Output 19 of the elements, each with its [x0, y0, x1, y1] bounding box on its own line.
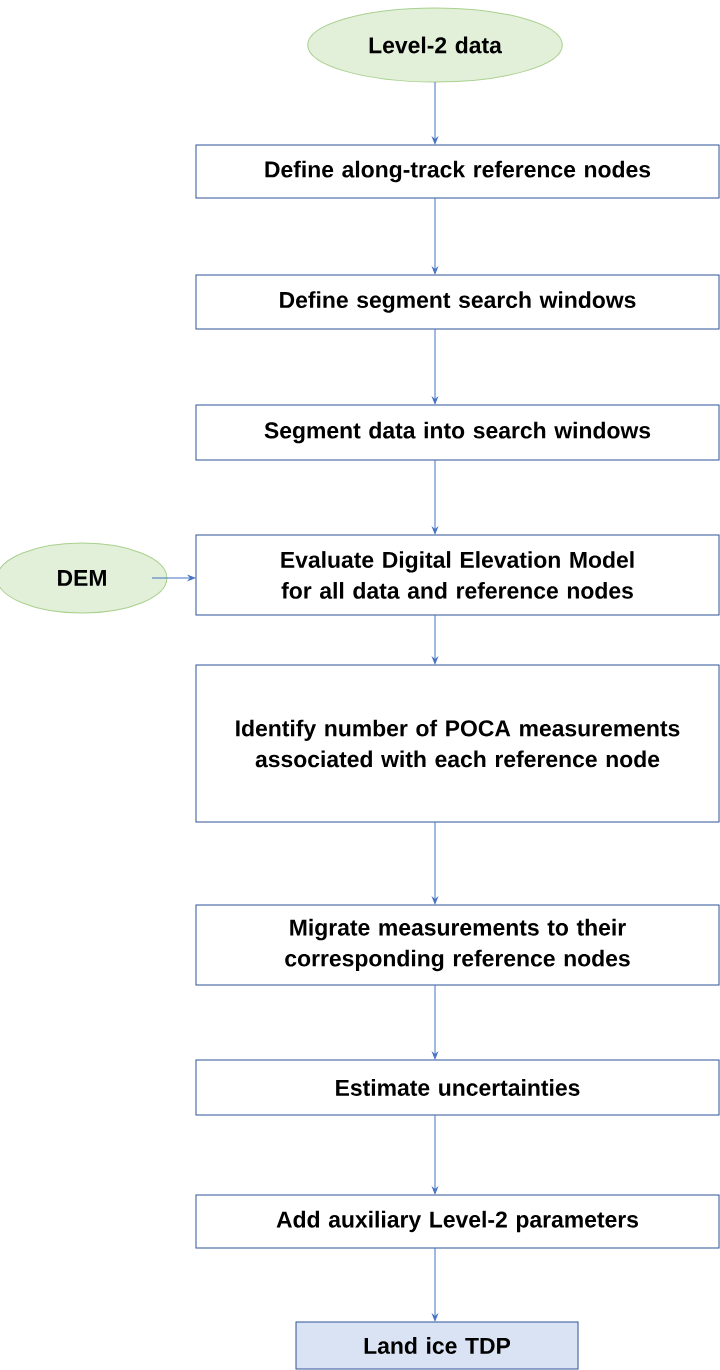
arrow [432, 984, 438, 1060]
arrow [432, 1114, 438, 1195]
process-box: Define segment search windows [195, 274, 720, 330]
arrow [432, 1247, 438, 1322]
process-box: Estimate uncertainties [195, 1059, 720, 1116]
process-box: Identify number of POCA measurements associated with each reference node [195, 664, 720, 823]
arrow [432, 81, 438, 145]
process-box: Evaluate Digital Elevation Model for all data and reference nodes [195, 534, 720, 616]
arrow [432, 328, 438, 405]
arrow [432, 459, 438, 535]
arrow [432, 197, 438, 275]
output-box: Land ice TDP [295, 1321, 579, 1370]
process-box: Add auxiliary Level-2 parameters [195, 1194, 720, 1249]
arrow [432, 614, 438, 665]
process-box: Define along-track reference nodes [195, 144, 720, 199]
arrow [432, 821, 438, 905]
arrow [151, 575, 196, 581]
process-box: Segment data into search windows [195, 404, 720, 461]
process-box: Migrate measurements to their corresponding reference nodes [195, 904, 720, 986]
